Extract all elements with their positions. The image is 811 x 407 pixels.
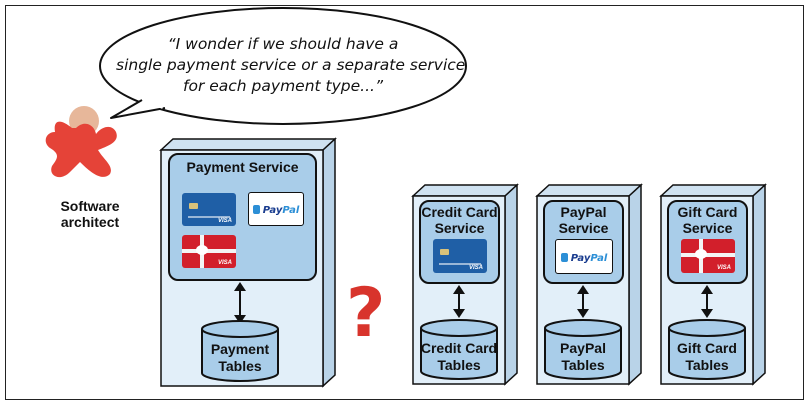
credit-card-icon: VISA [433, 239, 487, 273]
double-arrow-icon [234, 282, 246, 324]
speech-line: for each payment type...” [183, 77, 383, 95]
database-icon [420, 319, 498, 380]
paypal-logo-icon: PayPal [555, 239, 613, 274]
gift-card-icon: VISA [681, 239, 735, 273]
database-icon [201, 320, 279, 382]
double-arrow-icon [701, 285, 713, 318]
architect-label: Software architect [40, 198, 140, 230]
payment-service-panel: Payment Service VISA PayPal VISA [168, 153, 317, 281]
payment-tables-label: Payment Tables [210, 341, 270, 374]
speech-text: “I wonder if we should have a single pay… [116, 34, 466, 97]
speech-line: “I wonder if we should have a [167, 35, 399, 53]
architect-label-line: Software [60, 198, 120, 214]
diagram-frame [5, 5, 804, 400]
double-arrow-icon [577, 285, 589, 318]
paypal-logo-icon: PayPal [248, 192, 304, 226]
speech-line: single payment service or a separate ser… [116, 56, 466, 74]
database-icon [668, 319, 746, 380]
gift-card-icon: VISA [182, 235, 236, 268]
architect-body-icon [45, 121, 117, 178]
payment-service-title: Payment Service [186, 159, 299, 175]
payment-service-container: Payment Service VISA PayPal VISA Payment… [159, 137, 337, 388]
architect-label-line: architect [60, 214, 120, 230]
question-mark-icon: ? [346, 274, 386, 353]
credit-card-icon: VISA [182, 193, 236, 226]
database-icon [544, 319, 622, 380]
double-arrow-icon [453, 285, 465, 318]
